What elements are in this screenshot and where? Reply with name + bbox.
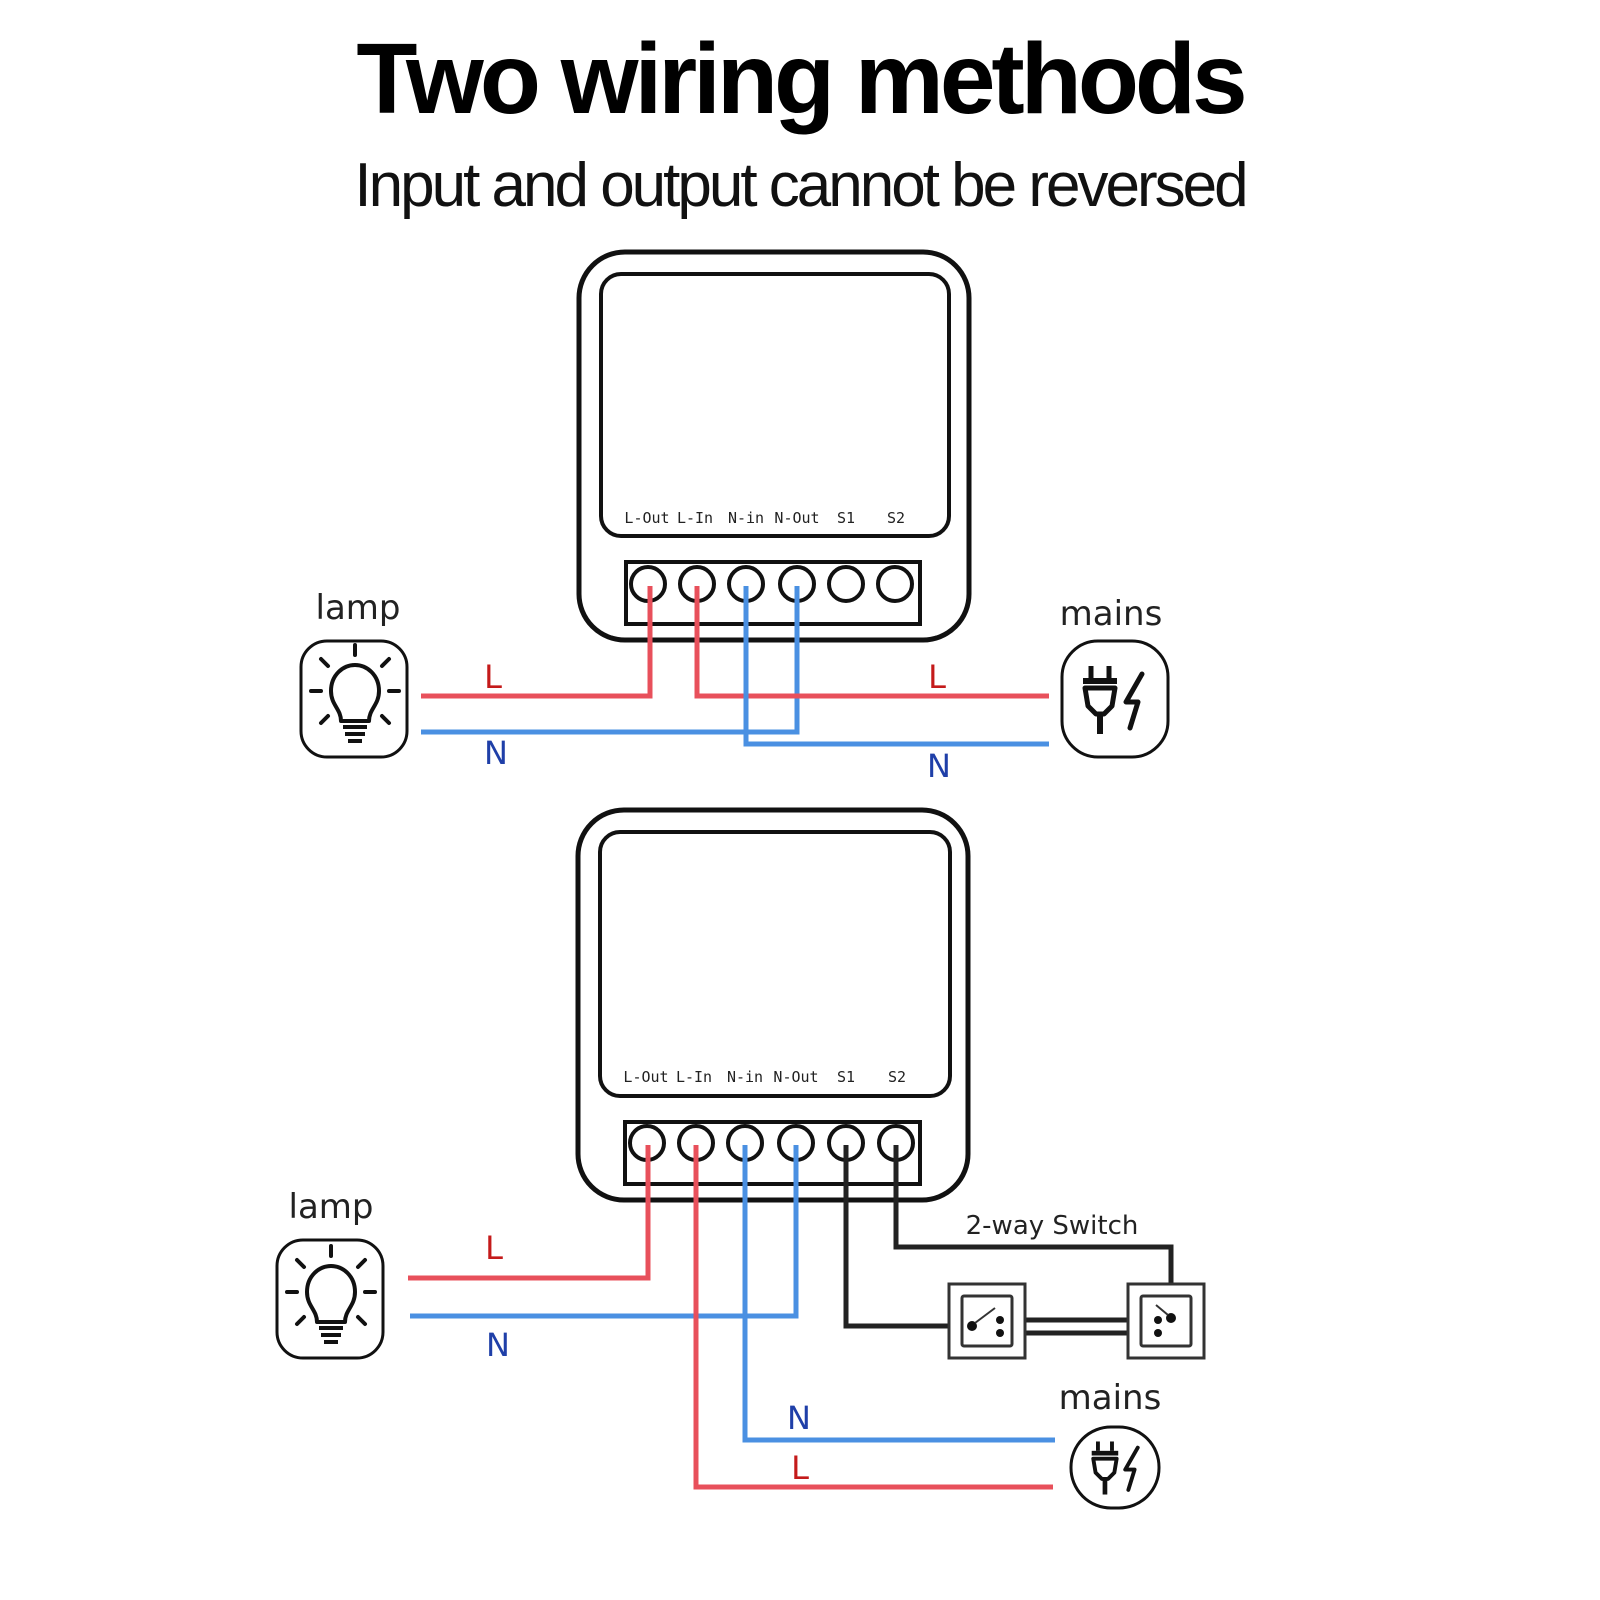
terminal-s2 xyxy=(876,565,914,603)
terminal-label-s1: S1 xyxy=(837,509,855,527)
smart-module-1: L-Out L-In N-in N-Out S1 S2 xyxy=(576,249,972,643)
terminal-label-n-out: N-Out xyxy=(773,1068,818,1086)
method1-diagram: L-Out L-In N-in N-Out S1 S2 L N L N lamp… xyxy=(299,249,1170,785)
page-title: Two wiring methods xyxy=(356,23,1247,135)
wire-label-mains-l: L xyxy=(791,1449,809,1487)
terminal-label-s2: S2 xyxy=(887,509,905,527)
lamp-label-1: lamp xyxy=(316,588,401,628)
wire-label-lamp-l: L xyxy=(484,658,502,696)
page-subtitle: Input and output cannot be reversed xyxy=(354,151,1248,220)
wire-lamp-live-2 xyxy=(408,1145,651,1281)
mains-label-1: mains xyxy=(1060,594,1163,634)
terminal-label-l-out: L-Out xyxy=(623,1068,668,1086)
wire-lamp-live xyxy=(421,586,653,699)
wire-s1 xyxy=(843,1145,972,1329)
wire-mains-live-2 xyxy=(693,1145,1053,1490)
terminal-s1 xyxy=(827,565,865,603)
wire-mains-neutral xyxy=(743,586,1049,747)
lamp-box-2 xyxy=(275,1238,385,1360)
wire-lamp-neutral-2 xyxy=(410,1145,799,1319)
wire-mains-live xyxy=(694,586,1049,699)
lamp-label-2: lamp xyxy=(289,1187,374,1227)
terminal-label-s1: S1 xyxy=(837,1068,855,1086)
terminal-label-l-in: L-In xyxy=(677,509,713,527)
terminal-label-n-in: N-in xyxy=(727,1068,763,1086)
wire-label-mains-n: N xyxy=(927,747,951,785)
wire-label-lamp-n: N xyxy=(486,1326,510,1364)
smart-module-2: L-Out L-In N-in N-Out S1 S2 xyxy=(575,807,971,1203)
wire-lamp-neutral xyxy=(421,586,800,735)
lamp-box-1 xyxy=(299,639,409,759)
terminal-label-l-in: L-In xyxy=(676,1068,712,1086)
wire-label-lamp-n: N xyxy=(484,734,508,772)
wire-label-mains-n: N xyxy=(787,1399,811,1437)
terminal-label-s2: S2 xyxy=(888,1068,906,1086)
terminal-label-n-in: N-in xyxy=(728,509,764,527)
two-way-switch-label: 2-way Switch xyxy=(966,1211,1139,1241)
wire-label-lamp-l: L xyxy=(485,1229,503,1267)
terminal-label-l-out: L-Out xyxy=(624,509,669,527)
wire-label-mains-l: L xyxy=(928,658,946,696)
terminal-label-n-out: N-Out xyxy=(774,509,819,527)
mains-label-2: mains xyxy=(1059,1378,1162,1418)
two-way-switch-icon xyxy=(947,1282,1206,1360)
wire-mains-neutral-2 xyxy=(742,1145,1055,1443)
method2-diagram: L-Out L-In N-in N-Out S1 S2 L N N L 2-wa… xyxy=(275,807,1206,1510)
